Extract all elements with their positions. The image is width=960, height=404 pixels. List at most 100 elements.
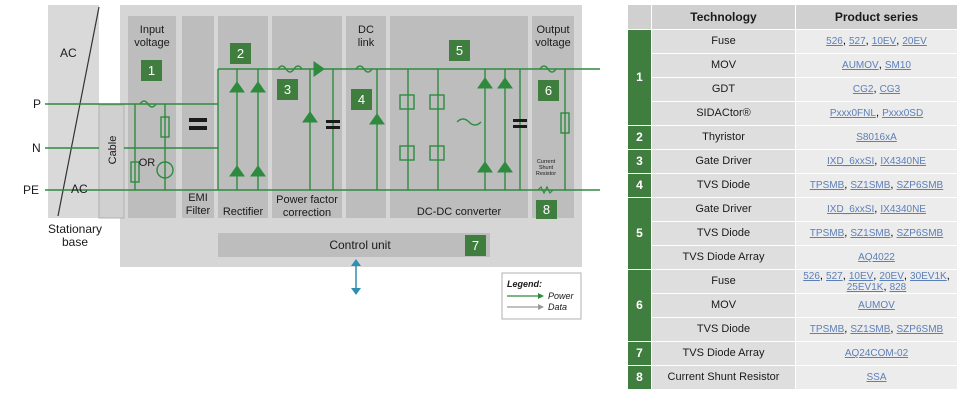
technology-cell: TVS Diode Array [651,245,796,270]
legend: Legend: Power Data [501,272,582,320]
product-link[interactable]: 25EV1K [846,281,884,293]
product-link[interactable]: 30EV1K [910,270,947,282]
product-series-cell: AQ4022 [795,245,958,270]
product-link[interactable]: 527 [848,36,866,47]
legend-power-arrow [538,293,544,299]
rectifier-label: Rectifier [223,206,264,218]
badge-4-text: 4 [358,92,365,107]
group-number-cell: 2 [627,125,652,150]
technology-cell: TVS Diode [651,317,796,342]
control-unit-label: Control unit [329,238,391,252]
product-series-cell: AUMOV [795,293,958,318]
number-badges: 1 2 3 4 5 6 7 8 [141,40,559,256]
stationary-base-box [48,5,99,218]
output-voltage-line-1: Output [536,24,569,36]
ac-bottom-label: AC [71,182,88,196]
product-link[interactable]: SZ1SMB [850,324,891,335]
output-voltage-line-2: voltage [535,37,570,49]
product-link[interactable]: AUMOV [858,300,895,311]
stationary-base-line-2: base [62,235,88,249]
product-link[interactable]: 828 [889,281,907,293]
product-link[interactable]: SZP6SMB [896,324,944,335]
product-link[interactable]: TPSMB [809,228,845,239]
product-link[interactable]: Pxxx0SD [882,108,924,119]
current-shunt-line-1: Current [537,159,556,165]
badge-8-text: 8 [543,202,550,217]
product-link[interactable]: AUMOV [842,60,879,71]
legend-power-label: Power [548,291,575,301]
product-link[interactable]: 10EV [848,270,874,282]
cable-box [98,104,125,219]
group-number-cell: 5 [627,197,652,270]
product-link[interactable]: TPSMB [809,180,845,191]
product-link[interactable]: SZP6SMB [896,228,944,239]
product-link[interactable]: 20EV [902,36,927,47]
product-link[interactable]: SZ1SMB [850,180,891,191]
legend-title: Legend: [507,279,542,289]
product-series-cell: IXD_6xxSI, IX4340NE [795,197,958,222]
product-series-cell: IXD_6xxSI, IX4340NE [795,149,958,174]
product-series-cell: 526, 527, 10EV, 20EV [795,29,958,54]
product-link[interactable]: 526 [826,36,843,47]
badge-6-text: 6 [545,83,552,98]
product-link[interactable]: SZ1SMB [850,228,891,239]
badge-2-text: 2 [237,46,244,61]
group-number-cell: 7 [627,341,652,366]
product-series-cell: TPSMB, SZ1SMB, SZP6SMB [795,221,958,246]
product-link[interactable]: 526 [803,270,820,282]
product-link[interactable]: IX4340NE [880,156,926,167]
technology-cell: TVS Diode [651,221,796,246]
technology-cell: Thyristor [651,125,796,150]
product-link[interactable]: TPSMB [809,324,845,335]
current-shunt-line-2: Shunt [539,165,554,171]
table-header-product-series: Product series [795,4,958,30]
product-link[interactable]: AQ4022 [858,252,895,263]
product-link[interactable]: CG2 [852,84,874,95]
or-label: OR [139,157,156,169]
product-link[interactable]: SZP6SMB [896,180,944,191]
table-row: SIDACtor®Pxxx0FNL, Pxxx0SD [628,101,958,126]
dcdc-label: DC-DC converter [417,206,502,218]
product-link[interactable]: 10EV [871,36,897,47]
current-shunt-line-3: Resistor [536,171,556,177]
technology-cell: Fuse [651,269,796,294]
technology-cell: TVS Diode [651,173,796,198]
product-link[interactable]: Pxxx0FNL [829,108,876,119]
product-link[interactable]: SSA [866,372,887,383]
output-voltage-block [532,16,574,218]
pfc-line-2: correction [283,207,331,219]
control-unit-block [218,233,490,257]
product-link[interactable]: 527 [826,270,843,282]
product-link[interactable]: S8016xA [856,132,897,143]
emi-filter-line-1: EMI [188,192,208,204]
table-row: MOV AUMOV [628,293,958,318]
product-link[interactable]: AQ24COM-02 [844,348,909,359]
technology-cell: Fuse [651,29,796,54]
product-link[interactable]: CG3 [879,84,901,95]
product-link[interactable]: 20EV [879,270,904,282]
group-number-cell: 1 [627,29,652,126]
technology-cell: MOV [651,53,796,78]
product-link[interactable]: IXD_6xxSI [827,156,875,167]
product-series-cell: Pxxx0FNL, Pxxx0SD [795,101,958,126]
product-link[interactable]: IX4340NE [880,204,926,215]
product-link[interactable]: IXD_6xxSI [827,204,875,215]
product-series-cell: TPSMB, SZ1SMB, SZP6SMB [795,173,958,198]
technology-cell: MOV [651,293,796,318]
badge-2 [230,43,251,64]
product-series-cell: CG2, CG3 [795,77,958,102]
product-series-cell: SSA [795,365,958,390]
emi-filter-line-2: Filter [186,205,211,217]
product-link[interactable]: SM10 [884,60,911,71]
product-series-cell: TPSMB, SZ1SMB, SZP6SMB [795,317,958,342]
legend-data-arrow [538,304,544,310]
badge-1 [141,60,162,81]
